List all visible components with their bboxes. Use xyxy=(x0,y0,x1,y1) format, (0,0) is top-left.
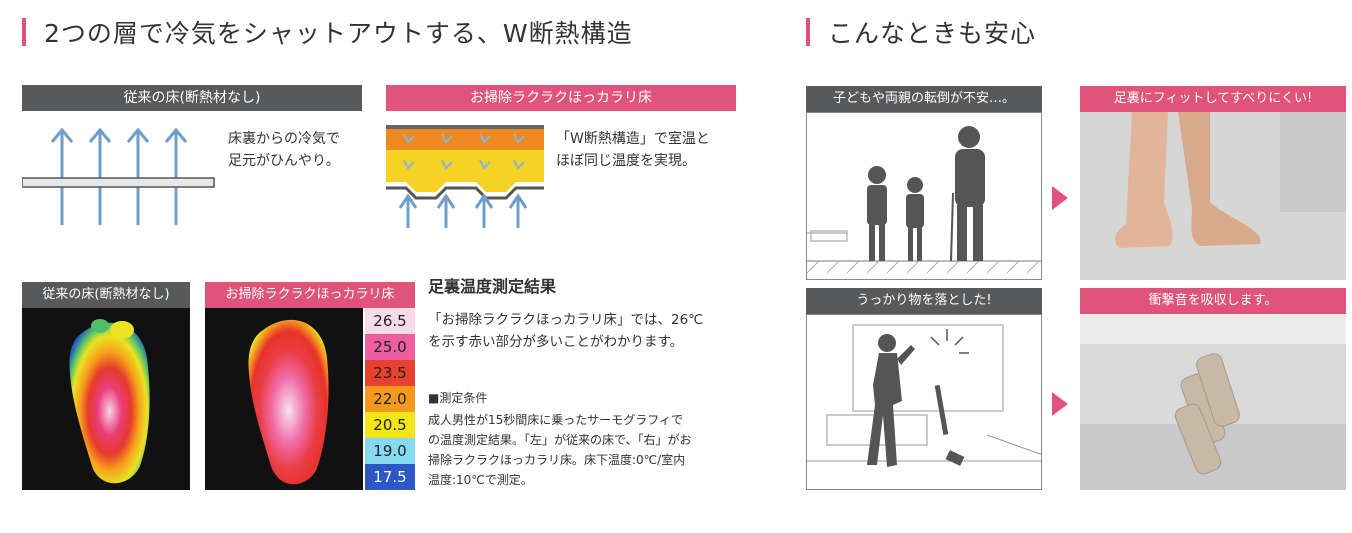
product-desc-1: 「W断熱構造」で室温と xyxy=(556,131,710,147)
heading-accent-bar xyxy=(22,18,26,46)
condition-line-2: の温度測定結果。「左」が従来の床で、「右」がお xyxy=(428,433,692,447)
case1-solution-label: 足裏にフィットしてすべりにくい! xyxy=(1080,86,1346,112)
conventional-floor-label: 従来の床(断熱材なし) xyxy=(22,85,362,111)
product-desc-2: ほぼ同じ温度を実現。 xyxy=(556,153,696,169)
condition-line-1: 成人男性が15秒間床に乗ったサーモグラフィで xyxy=(428,413,684,427)
condition-title: ■測定条件 xyxy=(428,391,488,405)
case2-problem-label: うっかり物を落とした! xyxy=(806,288,1042,314)
case1-problem-label: 子どもや両親の転倒が不安…。 xyxy=(806,86,1042,112)
case1-arrow-icon xyxy=(1052,186,1068,210)
case1-photo-feet xyxy=(1080,112,1346,280)
cold-air-diagram-conventional xyxy=(22,127,215,225)
case2-arrow-icon xyxy=(1052,392,1068,416)
scale-value: 17.5 xyxy=(365,464,415,490)
scale-value: 23.5 xyxy=(365,360,415,386)
case2-solution-label: 衝撃音を吸収します。 xyxy=(1080,288,1346,314)
temperature-scale: 26.5 25.0 23.5 22.0 20.5 19.0 17.5 xyxy=(365,308,415,490)
product-floor-label: お掃除ラクラクほっカラリ床 xyxy=(386,85,736,111)
scale-value: 20.5 xyxy=(365,412,415,438)
scale-value: 25.0 xyxy=(365,334,415,360)
condition-line-4: 温度:10℃で測定。 xyxy=(428,473,533,487)
result-text-1: 「お掃除ラクラクほっカラリ床」では、26℃ xyxy=(428,312,704,328)
thermo-left-label: 従来の床(断熱材なし) xyxy=(22,282,190,308)
case2-illustration-drop xyxy=(806,314,1042,490)
thermo-image-conventional xyxy=(22,308,190,490)
thermo-image-product xyxy=(205,308,363,490)
w-insulation-diagram xyxy=(386,125,544,228)
thermo-right-label: お掃除ラクラクほっカラリ床 xyxy=(205,282,415,308)
scale-value: 19.0 xyxy=(365,438,415,464)
heading-text: こんなときも安心 xyxy=(828,19,1037,48)
heading-text: 2つの層で冷気をシャットアウトする、W断熱構造 xyxy=(44,19,633,48)
scale-value: 26.5 xyxy=(365,308,415,334)
scale-value: 22.0 xyxy=(365,386,415,412)
case1-illustration-family xyxy=(806,112,1042,280)
result-text-2: を示す赤い部分が多いことがわかります。 xyxy=(428,334,684,350)
condition-line-3: 掃除ラクラクほっカラリ床。床下温度:0℃/室内 xyxy=(428,453,686,467)
conventional-desc-1: 床裏からの冷気で xyxy=(228,131,340,147)
section-heading-insulation: 2つの層で冷気をシャットアウトする、W断熱構造 xyxy=(22,14,633,50)
case2-photo-bottles xyxy=(1080,314,1346,490)
section-heading-safety: こんなときも安心 xyxy=(806,14,1036,50)
conventional-desc-2: 足元がひんやり。 xyxy=(228,153,340,169)
result-title: 足裏温度測定結果 xyxy=(428,277,557,296)
heading-accent-bar xyxy=(806,18,810,46)
